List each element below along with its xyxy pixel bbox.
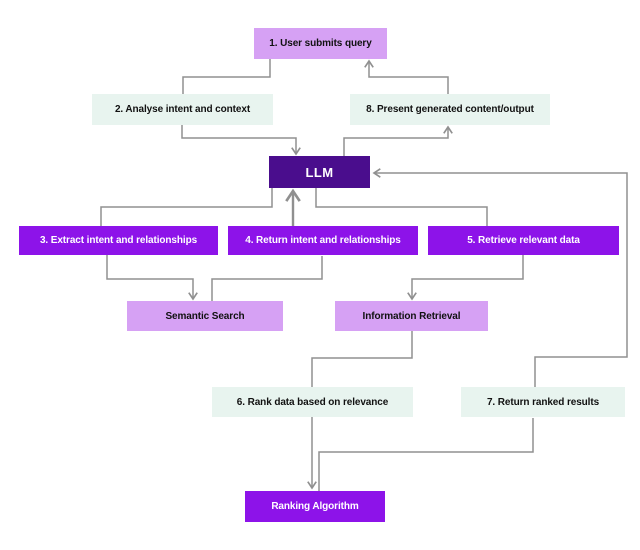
- node-rank-data-based-on-relevance: 6. Rank data based on relevance: [212, 387, 413, 417]
- node-ranking-algorithm: Ranking Algorithm: [245, 491, 385, 522]
- edge-semantic-search-to-return-intent: [211, 256, 323, 301]
- node-retrieve-relevant-data: 5. Retrieve relevant data: [428, 226, 619, 255]
- edge-information-retrieval-to-rank-data: [311, 331, 413, 387]
- edge-retrieve-to-information-retrieval: [407, 255, 524, 301]
- edge-llm-to-present: [343, 125, 453, 156]
- edge-analyse-to-llm: [181, 125, 301, 156]
- node-llm: LLM: [269, 156, 370, 188]
- node-return-intent-and-relationships: 4. Return intent and relationships: [228, 226, 418, 255]
- node-semantic-search: Semantic Search: [127, 301, 283, 331]
- edge-ranking-algorithm-to-return-ranked: [318, 418, 534, 491]
- node-return-ranked-results: 7. Return ranked results: [461, 387, 625, 417]
- node-information-retrieval: Information Retrieval: [335, 301, 488, 331]
- node-present-generated-content: 8. Present generated content/output: [350, 94, 550, 125]
- edge-return-ranked-to-llm: [372, 168, 628, 387]
- node-user-submits-query: 1. User submits query: [254, 28, 387, 59]
- edge-user-query-to-analyse: [182, 59, 271, 95]
- node-extract-intent-and-relationships: 3. Extract intent and relationships: [19, 226, 218, 255]
- edge-llm-to-extract: [100, 188, 273, 226]
- node-analyse-intent-and-context: 2. Analyse intent and context: [92, 94, 273, 125]
- edge-extract-to-semantic-search: [106, 255, 198, 301]
- edge-llm-to-retrieve: [315, 188, 488, 226]
- edge-present-to-user-query: [364, 59, 449, 94]
